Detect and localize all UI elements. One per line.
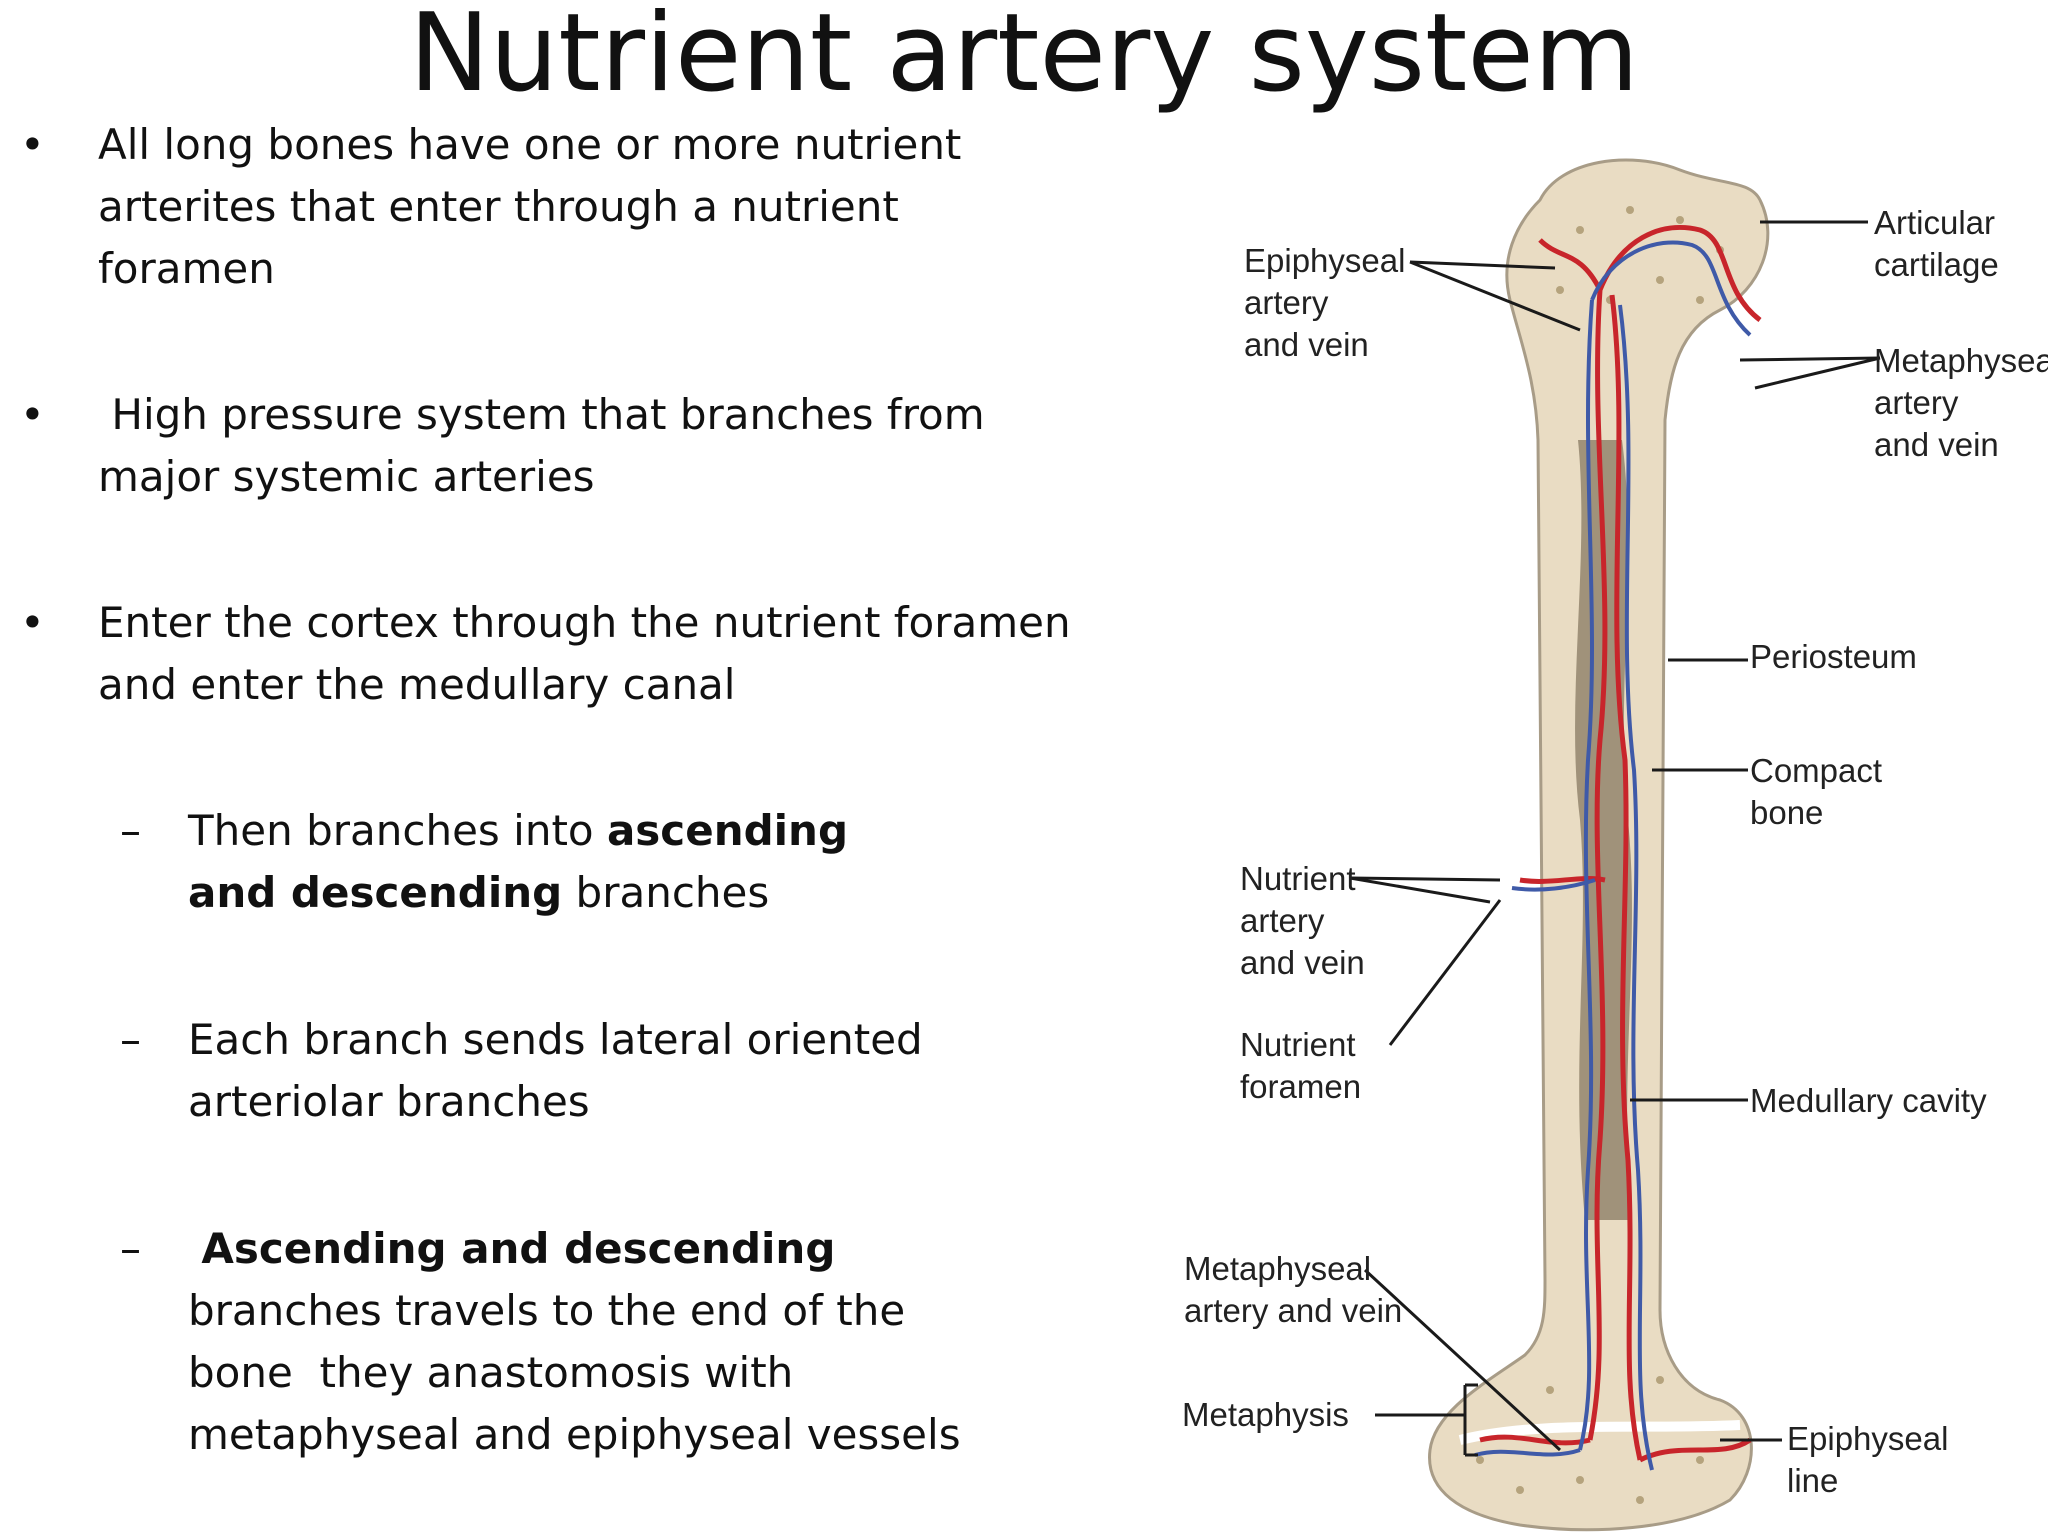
- label-metaphysis: Metaphysis: [1182, 1396, 1349, 1433]
- sub-bullet-text: Ascending and descending branches travel…: [188, 1224, 961, 1459]
- bone-diagram: Epiphyseal artery and vein Articular car…: [1160, 140, 2048, 1536]
- artery-paths: [1479, 225, 1762, 1463]
- label-nutrient-artery-vein: Nutrient artery and vein: [1240, 860, 1365, 981]
- label-articular-cartilage: Articular cartilage: [1874, 204, 1999, 283]
- spongy-bone-dots: [1476, 206, 1724, 1504]
- sub-bullet-text: Each branch sends lateral oriented arter…: [188, 1015, 923, 1126]
- bullet-mark: •: [20, 120, 45, 169]
- slide-title: Nutrient artery system: [408, 0, 1640, 116]
- bone-illustration: [1349, 158, 1881, 1532]
- bullet-text: Enter the cortex through the nutrient fo…: [98, 598, 1071, 709]
- label-epiphyseal-artery-vein: Epiphyseal artery and vein: [1244, 242, 1406, 363]
- dash-mark: –: [120, 806, 141, 855]
- label-compact-bone: Compact bone: [1750, 752, 1883, 831]
- dash-mark: –: [120, 1015, 141, 1064]
- bullet-text: High pressure system that branches from …: [98, 390, 999, 501]
- label-epiphyseal-line: Epiphyseal line: [1787, 1420, 1949, 1499]
- label-periosteum: Periosteum: [1750, 638, 1917, 675]
- label-medullary-cavity: Medullary cavity: [1750, 1082, 1987, 1119]
- bold-text: Ascending and descending: [201, 1224, 836, 1273]
- leader-lines: [1349, 220, 1881, 1457]
- sub-bullet-text: Then branches into ascending and descend…: [188, 806, 849, 917]
- bullet-mark: •: [20, 390, 45, 439]
- vein-paths: [1474, 240, 1752, 1471]
- bullet-text: All long bones have one or more nutrient…: [98, 120, 962, 293]
- label-metaphyseal-artery-vein-bottom: Metaphyseal artery and vein: [1184, 1250, 1403, 1329]
- dash-mark: –: [120, 1224, 141, 1273]
- bullet-list: • All long bones have one or more nutrie…: [20, 120, 1071, 1459]
- label-nutrient-foramen: Nutrient foramen: [1240, 1026, 1362, 1105]
- bullet-mark: •: [20, 598, 45, 647]
- label-metaphyseal-artery-vein-top: Metaphyseal artery and vein: [1874, 342, 2048, 463]
- bold-text: ascending and descending: [188, 806, 849, 917]
